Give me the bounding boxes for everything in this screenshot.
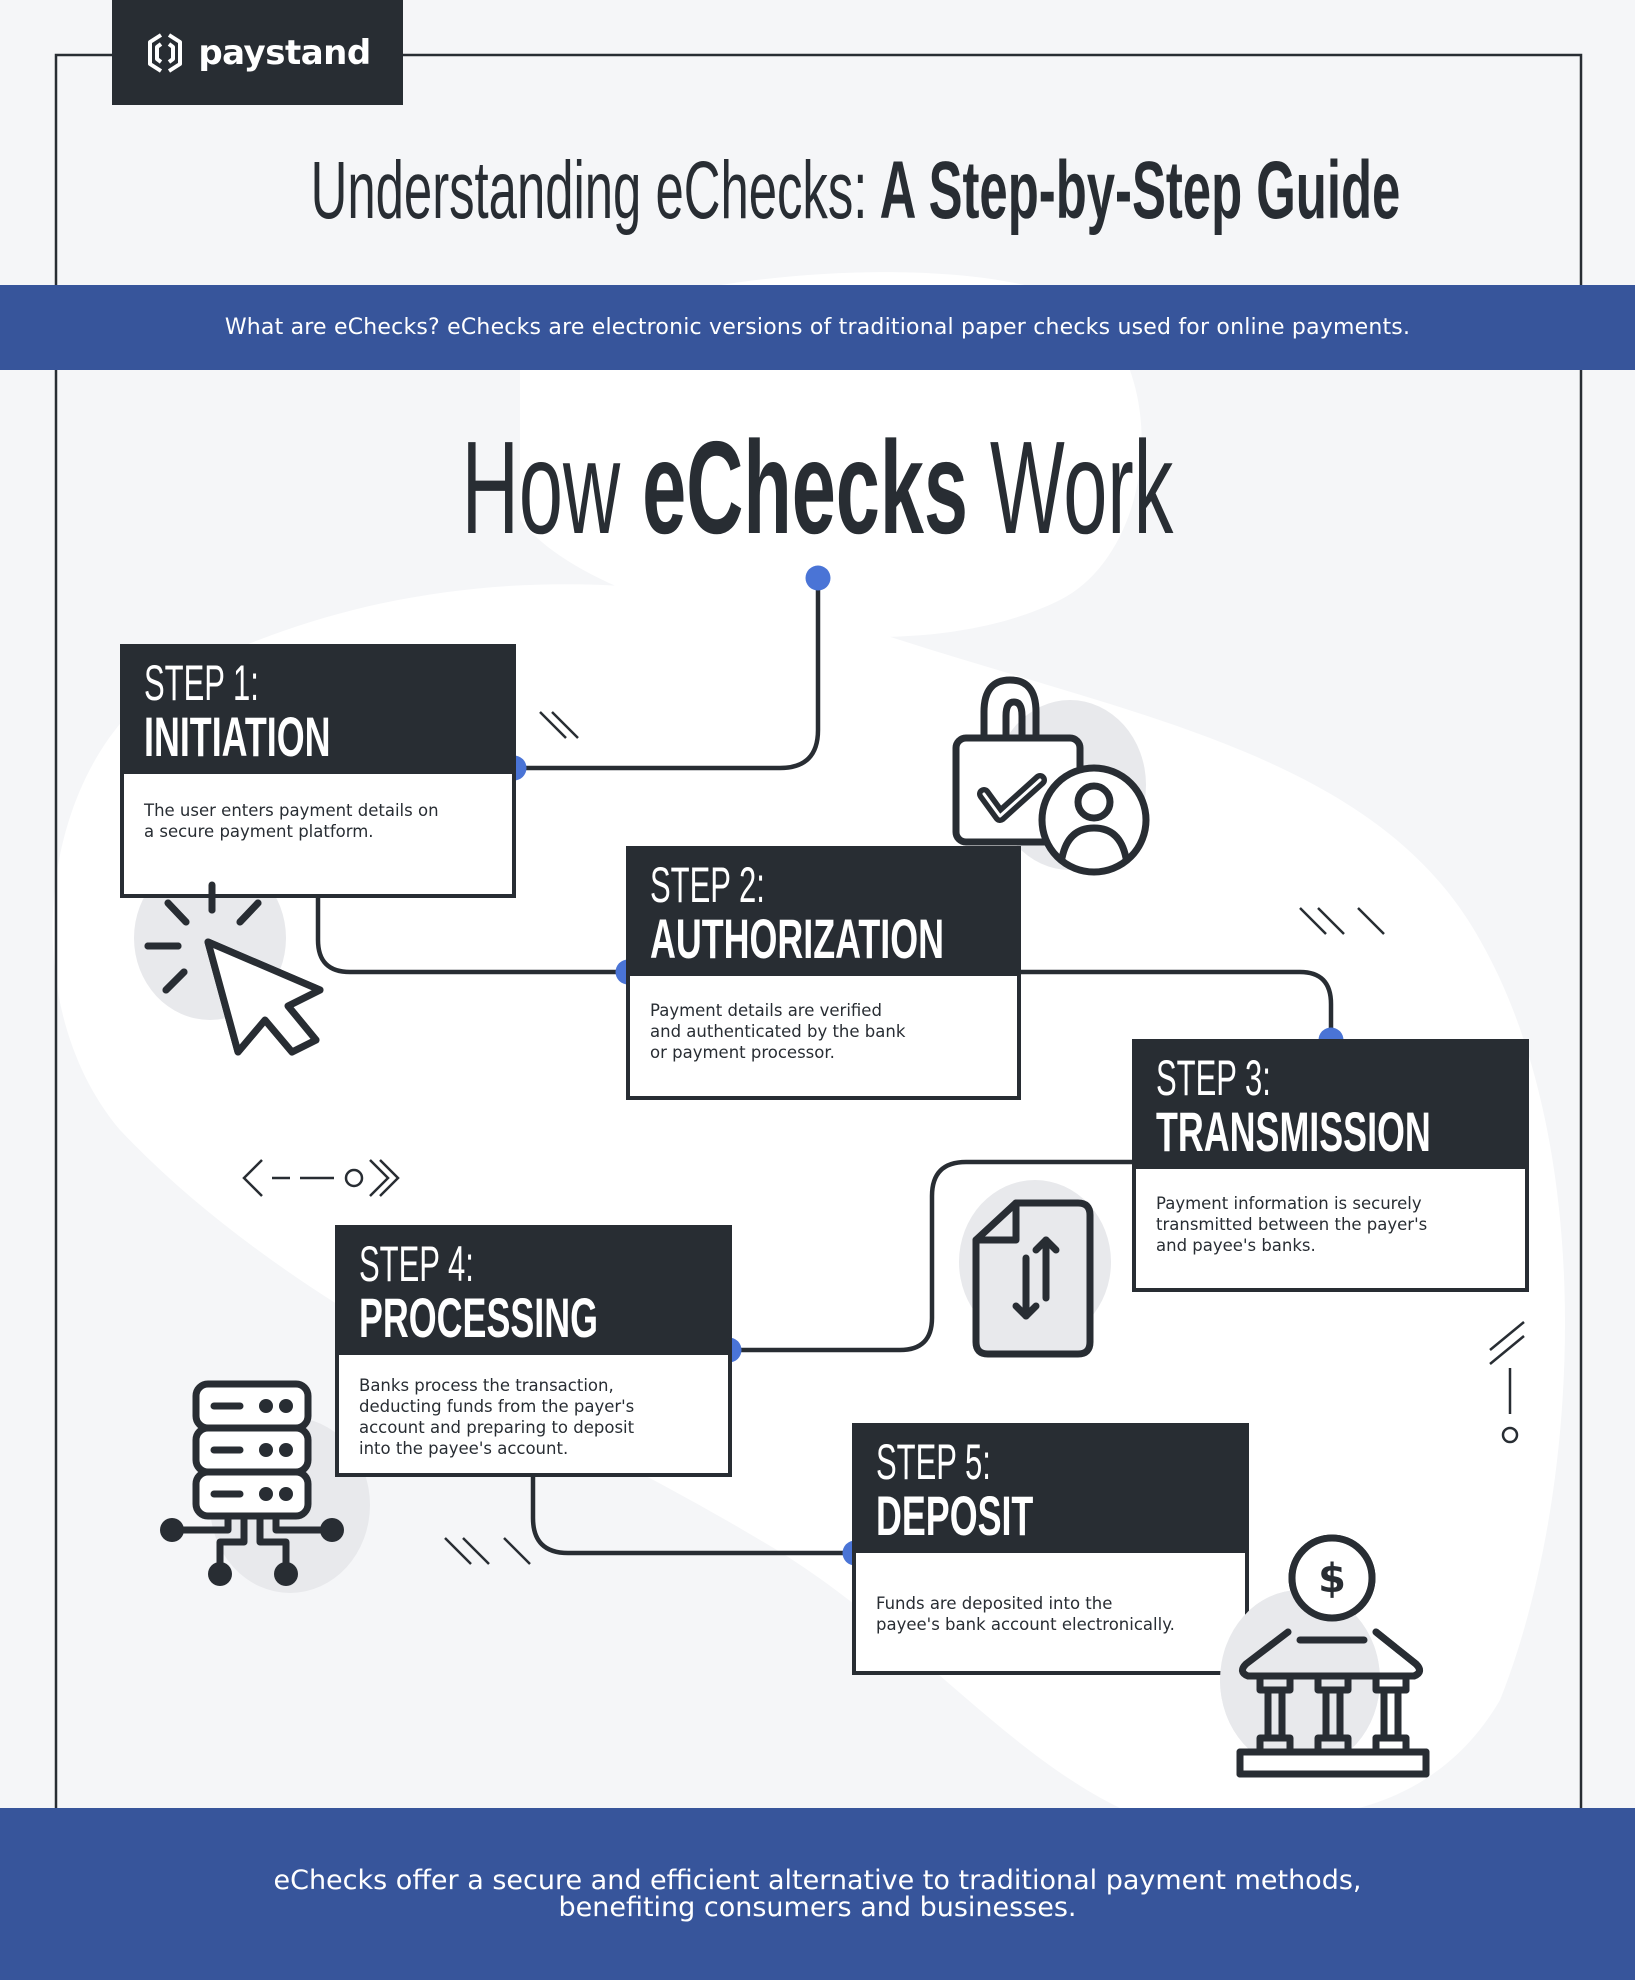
step-card-5: STEP 5: DEPOSIT Funds are deposited into… xyxy=(852,1423,1249,1675)
step-number: STEP 1: xyxy=(144,655,259,711)
section-title: How eChecks Work xyxy=(327,422,1308,554)
step-header: STEP 1: INITIATION xyxy=(124,648,512,774)
step-number: STEP 2: xyxy=(650,857,765,913)
bank-dollar-icon-overlay: $ xyxy=(1220,1534,1430,1778)
step-card-3: STEP 3: TRANSMISSION Payment information… xyxy=(1132,1039,1529,1292)
step-name: TRANSMISSION xyxy=(1156,1100,1431,1163)
step-card-4: STEP 4: PROCESSING Banks process the tra… xyxy=(335,1225,732,1477)
decorative-hash-marks xyxy=(242,711,1525,1565)
cursor-click-icon-overlay xyxy=(144,881,324,1056)
lock-check-user-icon xyxy=(952,676,1150,876)
step-description: The user enters payment details on a sec… xyxy=(144,801,439,841)
title-bold: A Step-by-Step Guide xyxy=(879,145,1401,236)
step-description: Funds are deposited into the payee's ban… xyxy=(876,1594,1175,1634)
step-name: PROCESSING xyxy=(359,1286,598,1349)
section-title-work: Work xyxy=(989,414,1174,561)
step-description: Banks process the transaction, deducting… xyxy=(359,1376,635,1458)
connector-lines xyxy=(315,578,1334,1556)
step-name: INITIATION xyxy=(144,705,331,768)
svg-text:$: $ xyxy=(1318,1556,1346,1602)
intro-text: What are eChecks? eChecks are electronic… xyxy=(224,315,1411,340)
step-header: STEP 4: PROCESSING xyxy=(339,1229,728,1355)
paystand-hexagon-logo-icon xyxy=(148,32,183,73)
brand-name: paystand xyxy=(198,32,371,73)
footer-band: eChecks offer a secure and efficient alt… xyxy=(0,1808,1635,1980)
section-title-how: How xyxy=(461,414,621,561)
step-header: STEP 2: AUTHORIZATION xyxy=(630,850,1017,976)
paystand-logo[interactable]: paystand xyxy=(112,0,403,105)
server-dots xyxy=(160,1399,344,1586)
step-number: STEP 4: xyxy=(359,1236,474,1292)
step-name: DEPOSIT xyxy=(876,1484,1034,1547)
step-header: STEP 3: TRANSMISSION xyxy=(1136,1043,1525,1169)
server-network-icon xyxy=(170,1380,334,1574)
step-card-1: STEP 1: INITIATION The user enters payme… xyxy=(120,644,516,898)
step-header: STEP 5: DEPOSIT xyxy=(856,1427,1245,1553)
document-transfer-icon xyxy=(972,1199,1094,1358)
section-title-echecks: eChecks xyxy=(642,414,968,561)
footer-text: eChecks offer a secure and efficient alt… xyxy=(273,1865,1362,1923)
step-description: Payment information is securely transmit… xyxy=(1156,1194,1428,1255)
page-title: Understanding eChecks: A Step-by-Step Gu… xyxy=(311,150,1401,232)
step-number: STEP 5: xyxy=(876,1434,991,1490)
title-light: Understanding eChecks: xyxy=(310,145,868,236)
node-start xyxy=(805,565,831,591)
step-name: AUTHORIZATION xyxy=(650,907,944,970)
step-number: STEP 3: xyxy=(1156,1050,1271,1106)
step-card-2: STEP 2: AUTHORIZATION Payment details ar… xyxy=(626,846,1021,1100)
step-description: Payment details are verified and authent… xyxy=(650,1001,906,1062)
intro-band: What are eChecks? eChecks are electronic… xyxy=(0,285,1635,370)
